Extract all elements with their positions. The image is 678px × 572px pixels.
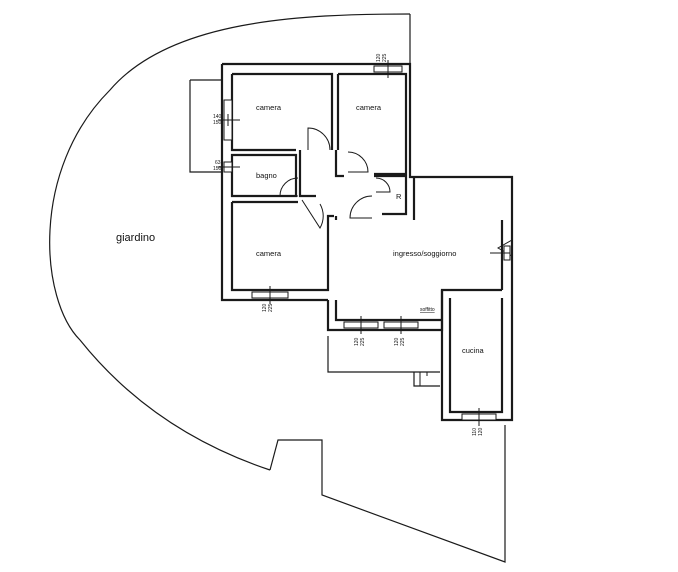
door-camera-2 xyxy=(347,151,369,173)
door-corridor xyxy=(349,195,373,219)
door-ripostiglio xyxy=(375,177,391,193)
dim-bagno-h: 63 xyxy=(215,160,221,166)
room-label-ripostiglio: R xyxy=(396,192,402,201)
garden-boundary xyxy=(49,13,506,563)
room-label-camera-2: camera xyxy=(356,103,382,112)
dim-cucina-w: 120 xyxy=(478,427,484,436)
dim-soggiorno-2-w: 225 xyxy=(400,337,406,346)
room-label-camera-1: camera xyxy=(256,103,282,112)
dim-camera-1-h: 140 xyxy=(213,114,222,120)
door-camera-3 xyxy=(301,199,324,229)
windows xyxy=(223,65,511,421)
walls xyxy=(189,62,514,422)
room-label-soggiorno: ingresso/soggiorno xyxy=(393,249,456,258)
window-ticks xyxy=(218,60,510,426)
door-camera-1 xyxy=(307,127,331,151)
door-bagno xyxy=(279,177,299,197)
room-label-giardino: giardino xyxy=(116,232,155,244)
dim-soggiorno-1-h: 120 xyxy=(354,337,360,346)
dim-camera-3-h: 120 xyxy=(262,303,268,312)
note-soffitto: soffitto xyxy=(420,307,435,313)
room-label-camera-3: camera xyxy=(256,249,282,258)
dim-soggiorno-2-h: 120 xyxy=(394,337,400,346)
dim-cucina-h: 110 xyxy=(472,428,478,436)
dim-soggiorno-1-w: 225 xyxy=(360,337,366,346)
dim-bagno-w: 150 xyxy=(213,166,222,172)
dim-camera-3-w: 225 xyxy=(268,303,274,312)
dim-camera-2-w: 225 xyxy=(382,53,388,62)
dim-camera-1-w: 150 xyxy=(213,120,222,126)
dim-camera-2-h: 120 xyxy=(376,53,382,62)
room-label-bagno: bagno xyxy=(256,171,277,180)
window-dimensions: 140 150 63 150 120 225 120 225 120 225 1… xyxy=(213,53,484,436)
room-label-cucina: cucina xyxy=(462,346,485,355)
